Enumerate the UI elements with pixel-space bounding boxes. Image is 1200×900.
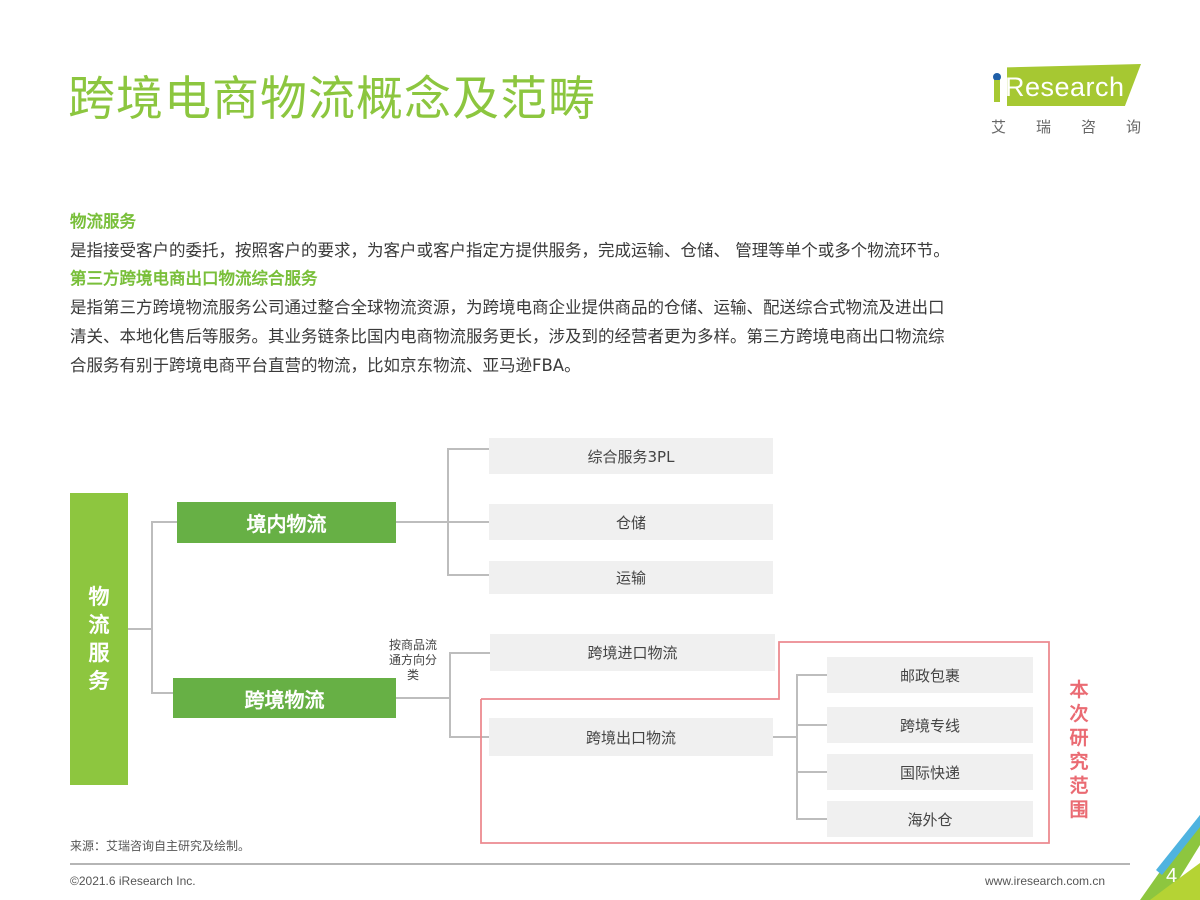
connector (128, 628, 152, 630)
page-title: 跨境电商物流概念及范畴 (68, 72, 596, 127)
leaf-label: 运输 (615, 569, 646, 587)
leaf-label: 综合服务3PL (587, 447, 675, 466)
connector (447, 574, 489, 576)
logo-dot-icon (993, 73, 1001, 81)
footer-divider (70, 863, 1130, 865)
connector (773, 736, 797, 738)
classification-note: 按商品流 通方向分 类 (382, 638, 444, 683)
connector (447, 448, 449, 575)
logo-cn-char: 咨 (1080, 118, 1096, 136)
website-link[interactable]: www.iresearch.com.cn (985, 874, 1106, 888)
connector (449, 736, 489, 738)
definition-body-line: 是指第三方跨境物流服务公司通过整合全球物流资源，为跨境电商企业提供商品的仓储、运… (70, 298, 945, 317)
page-number: 4 (1166, 865, 1178, 887)
iresearch-logo: Research 艾 瑞 咨 询 (985, 58, 1147, 148)
connector (796, 771, 827, 773)
connector (449, 652, 490, 654)
logo-i-stem (994, 80, 1000, 102)
leaf-node: 国际快递 (827, 754, 1033, 790)
logo-band (1007, 64, 1141, 106)
connector (151, 692, 173, 694)
note-line: 类 (406, 668, 419, 682)
source-note: 来源：艾瑞咨询自主研究及绘制。 (70, 839, 251, 853)
leaf-node-export: 跨境出口物流 (489, 718, 773, 756)
connector (396, 697, 450, 699)
leaf-label: 跨境进口物流 (587, 644, 678, 662)
research-scope-label: 本次研究范围 (1069, 679, 1089, 821)
leaf-node: 运输 (489, 561, 773, 594)
leaf-node: 邮政包裹 (827, 657, 1033, 693)
connector (796, 674, 827, 676)
leaf-node-import: 跨境进口物流 (490, 634, 775, 671)
leaf-label: 跨境出口物流 (585, 728, 676, 747)
connector (796, 818, 827, 820)
connector (447, 521, 489, 523)
branch-label: 境内物流 (246, 512, 327, 536)
leaf-node: 跨境专线 (827, 707, 1033, 743)
connector (151, 521, 153, 693)
leaf-label: 仓储 (615, 513, 646, 532)
definition-body-line: 是指接受客户的委托，按照客户的要求，为客户或客户指定方提供服务，完成运输、仓储、… (70, 241, 950, 260)
leaf-node: 综合服务3PL (489, 438, 773, 474)
corner-decoration-icon (1140, 815, 1200, 900)
connector (796, 674, 798, 820)
definition-body-line: 合服务有别于跨境电商平台直营的物流，比如京东物流、亚马逊FBA。 (70, 356, 581, 375)
root-node-logistics-service: 物流服务 (70, 493, 128, 785)
connector (447, 448, 489, 450)
root-node-label: 物流服务 (88, 585, 110, 693)
logo-cn-char: 询 (1125, 118, 1141, 136)
logo-text: Research (1005, 72, 1125, 102)
note-line: 通方向分 (388, 653, 437, 667)
logo-cn-char: 瑞 (1035, 118, 1051, 136)
leaf-node: 仓储 (489, 504, 773, 540)
definition-heading-logistics-service: 物流服务 (70, 212, 136, 231)
logo-chinese-name: 艾 瑞 咨 询 (991, 116, 1141, 137)
connector (796, 724, 827, 726)
logo-cn-char: 艾 (991, 118, 1007, 136)
connector (449, 652, 451, 738)
leaf-label: 海外仓 (907, 810, 953, 829)
branch-node-crossborder: 跨境物流 (173, 678, 396, 718)
connector (396, 521, 448, 523)
definition-heading-3pl-export: 第三方跨境电商出口物流综合服务 (70, 269, 318, 288)
leaf-label: 邮政包裹 (899, 666, 960, 685)
leaf-label: 跨境专线 (899, 716, 960, 735)
copyright: ©2021.6 iResearch Inc. (70, 874, 196, 888)
branch-label: 跨境物流 (244, 687, 325, 712)
leaf-node: 海外仓 (827, 801, 1033, 837)
branch-node-domestic: 境内物流 (177, 502, 396, 543)
leaf-label: 国际快递 (899, 763, 960, 782)
note-line: 按商品流 (388, 638, 437, 652)
definition-body-line: 清关、本地化售后等服务。其业务链条比国内电商物流服务更长，涉及到的经营者更为多样… (70, 327, 945, 346)
connector (151, 521, 177, 523)
